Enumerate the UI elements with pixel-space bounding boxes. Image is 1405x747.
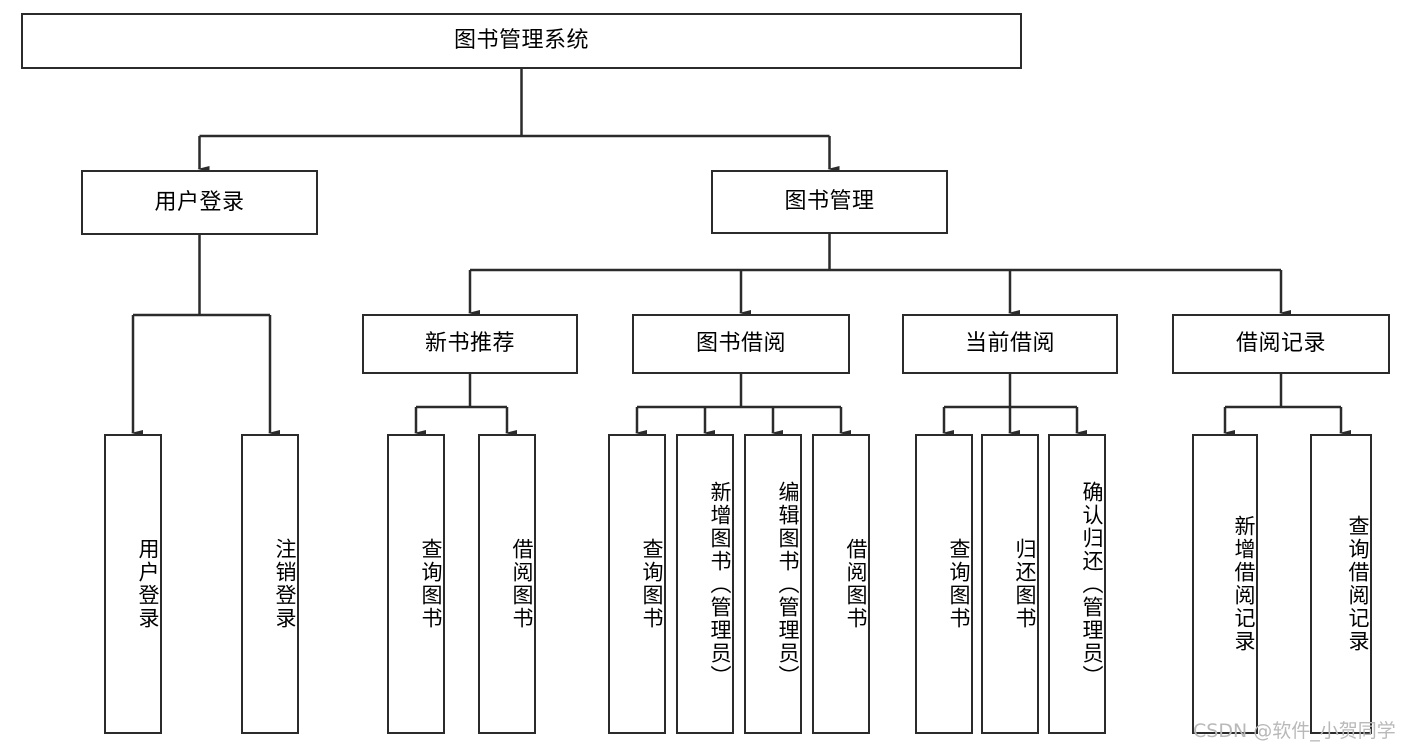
node-leaf-confirm[interactable]: 确认归还（管理员） (1048, 434, 1106, 734)
node-leaf-queryrec[interactable]: 查询借阅记录 (1310, 434, 1372, 734)
node-label: 注销登录 (273, 538, 297, 630)
node-label: 用户登录 (136, 538, 160, 630)
node-label: 新增图书（管理员） (708, 480, 732, 688)
node-leaf-logout[interactable]: 注销登录 (241, 434, 299, 734)
node-login[interactable]: 用户登录 (81, 170, 318, 235)
node-current[interactable]: 当前借阅 (902, 314, 1118, 374)
node-bookmgmt[interactable]: 图书管理 (711, 170, 948, 234)
node-leaf-addrec[interactable]: 新增借阅记录 (1192, 434, 1258, 734)
node-label: 图书借阅 (695, 331, 786, 357)
watermark-label: CSDN @软件_小贺同学 (1193, 720, 1396, 742)
node-label: 新增借阅记录 (1232, 515, 1256, 653)
node-label: 当前借阅 (964, 331, 1055, 357)
node-leaf-query3[interactable]: 查询图书 (915, 434, 973, 734)
node-leaf-query1[interactable]: 查询图书 (387, 434, 445, 734)
node-label: 归还图书 (1013, 538, 1037, 630)
node-label: 用户登录 (154, 189, 245, 215)
node-label: 查询图书 (947, 538, 971, 630)
node-label: 借阅图书 (510, 538, 534, 630)
node-leaf-editbook[interactable]: 编辑图书（管理员） (744, 434, 802, 734)
node-label: 查询借阅记录 (1346, 515, 1370, 653)
node-leaf-login[interactable]: 用户登录 (104, 434, 162, 734)
node-leaf-return[interactable]: 归还图书 (981, 434, 1039, 734)
node-records[interactable]: 借阅记录 (1172, 314, 1390, 374)
node-leaf-query2[interactable]: 查询图书 (608, 434, 666, 734)
node-label: 借阅记录 (1235, 331, 1326, 357)
node-label: 查询图书 (419, 538, 443, 630)
node-label: 新书推荐 (424, 331, 515, 357)
node-label: 查询图书 (640, 538, 664, 630)
node-label: 图书管理系统 (453, 28, 589, 54)
node-label: 借阅图书 (844, 538, 868, 630)
node-borrow[interactable]: 图书借阅 (632, 314, 850, 374)
node-label: 编辑图书（管理员） (776, 480, 800, 688)
node-leaf-borrow2[interactable]: 借阅图书 (812, 434, 870, 734)
node-leaf-addbook[interactable]: 新增图书（管理员） (676, 434, 734, 734)
node-label: 确认归还（管理员） (1080, 480, 1104, 688)
node-root[interactable]: 图书管理系统 (21, 13, 1022, 69)
node-newrec[interactable]: 新书推荐 (362, 314, 578, 374)
node-leaf-borrow1[interactable]: 借阅图书 (478, 434, 536, 734)
edge-layer (131, 69, 1351, 436)
node-label: 图书管理 (784, 189, 875, 215)
